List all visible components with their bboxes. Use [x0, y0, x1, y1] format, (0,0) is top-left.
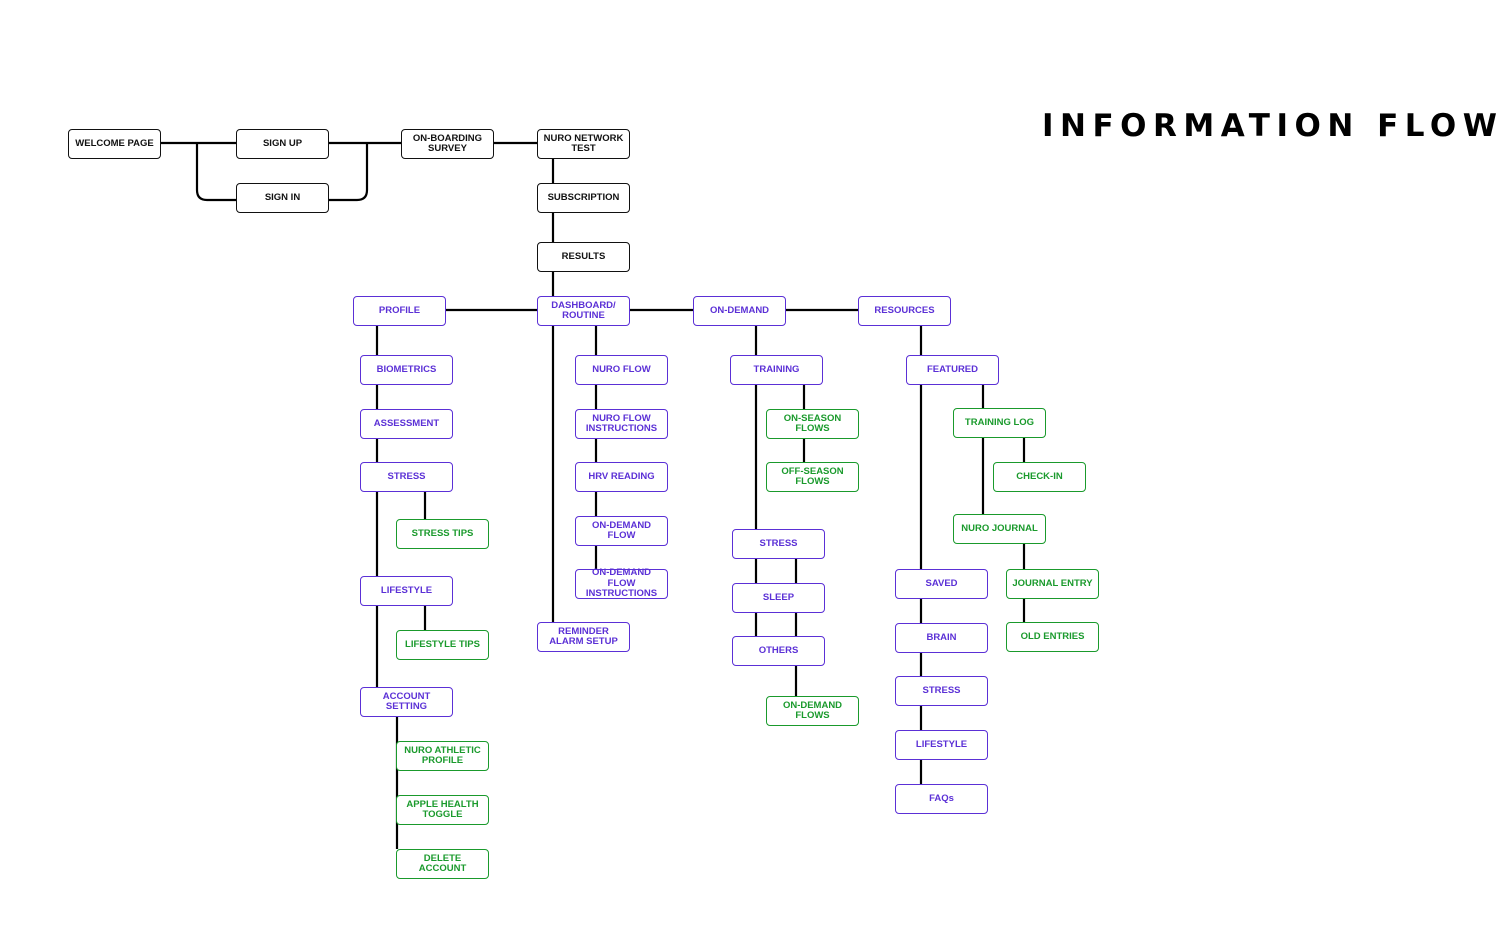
on-season-flows-node: ON-SEASON FLOWS — [766, 409, 859, 439]
onboarding-survey-node: ON-BOARDING SURVEY — [401, 129, 494, 159]
sign-up-node: SIGN UP — [236, 129, 329, 159]
on-demand-node: ON-DEMAND — [693, 296, 786, 326]
diagram-title: INFORMATION FLOW — [1042, 108, 1500, 144]
biometrics-node: BIOMETRICS — [360, 355, 453, 385]
results-node: RESULTS — [537, 242, 630, 272]
brain-node: BRAIN — [895, 623, 988, 653]
on-demand-flow-node: ON-DEMAND FLOW — [575, 516, 668, 546]
assessment-node: ASSESSMENT — [360, 409, 453, 439]
nuro-journal-node: NURO JOURNAL — [953, 514, 1046, 544]
sleep-node: SLEEP — [732, 583, 825, 613]
profile-stress-node: STRESS — [360, 462, 453, 492]
saved-node: SAVED — [895, 569, 988, 599]
featured-node: FEATURED — [906, 355, 999, 385]
on-demand-stress-node: STRESS — [732, 529, 825, 559]
check-in-node: CHECK-IN — [993, 462, 1086, 492]
delete-account-node: DELETE ACCOUNT — [396, 849, 489, 879]
lifestyle-node: LIFESTYLE — [360, 576, 453, 606]
faqs-node: FAQs — [895, 784, 988, 814]
training-node: TRAINING — [730, 355, 823, 385]
resources-lifestyle-node: LIFESTYLE — [895, 730, 988, 760]
journal-entry-node: JOURNAL ENTRY — [1006, 569, 1099, 599]
reminder-alarm-setup-node: REMINDER ALARM SETUP — [537, 622, 630, 652]
on-demand-flow-instructions-node: ON-DEMAND FLOW INSTRUCTIONS — [575, 568, 668, 599]
nuro-athletic-profile-node: NURO ATHLETIC PROFILE — [396, 741, 489, 771]
nuro-flow-node: NURO FLOW — [575, 355, 668, 385]
apple-health-toggle-node: APPLE HEALTH TOGGLE — [396, 795, 489, 825]
sign-in-node: SIGN IN — [236, 183, 329, 213]
account-setting-node: ACCOUNT SETTING — [360, 687, 453, 717]
nuro-flow-instructions-node: NURO FLOW INSTRUCTIONS — [575, 409, 668, 439]
on-demand-flows-node: ON-DEMAND FLOWS — [766, 696, 859, 726]
resources-node: RESOURCES — [858, 296, 951, 326]
training-log-node: TRAINING LOG — [953, 408, 1046, 438]
welcome-page-node: WELCOME PAGE — [68, 129, 161, 159]
dashboard-routine-node: DASHBOARD/ ROUTINE — [537, 296, 630, 326]
off-season-flows-node: OFF-SEASON FLOWS — [766, 462, 859, 492]
resources-stress-node: STRESS — [895, 676, 988, 706]
others-node: OTHERS — [732, 636, 825, 666]
nuro-network-test-node: NURO NETWORK TEST — [537, 129, 630, 159]
subscription-node: SUBSCRIPTION — [537, 183, 630, 213]
hrv-reading-node: HRV READING — [575, 462, 668, 492]
profile-node: PROFILE — [353, 296, 446, 326]
old-entries-node: OLD ENTRIES — [1006, 622, 1099, 652]
stress-tips-node: STRESS TIPS — [396, 519, 489, 549]
lifestyle-tips-node: LIFESTYLE TIPS — [396, 630, 489, 660]
